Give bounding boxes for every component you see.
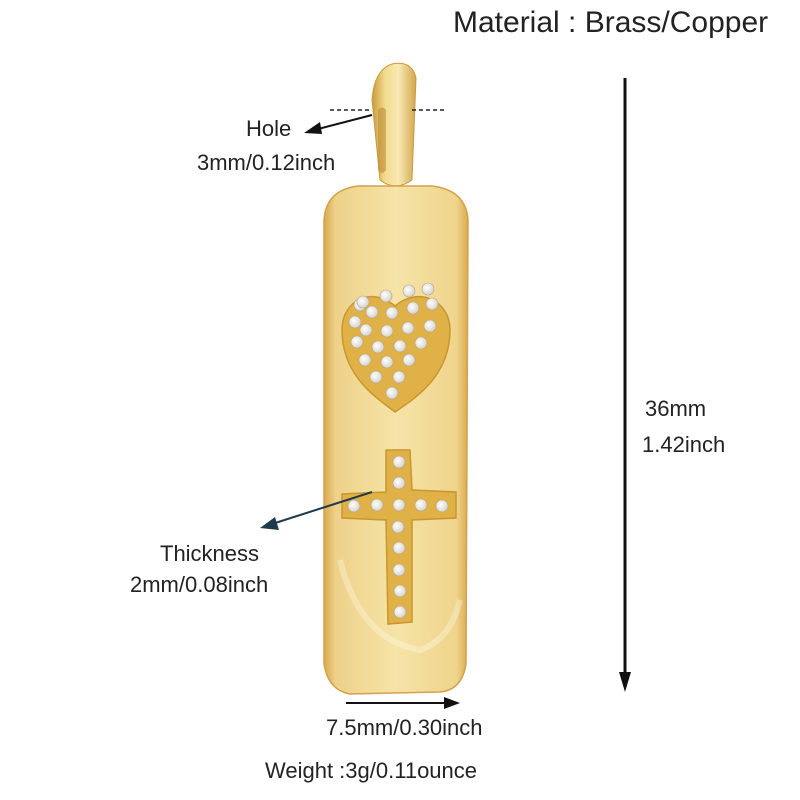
length-inch: 1.42inch <box>642 432 726 457</box>
width-arrow-icon <box>346 697 460 709</box>
hole-size: 3mm/0.12inch <box>197 150 336 175</box>
thickness-arrow-icon <box>260 491 373 530</box>
weight-label: Weight :3g/0.11ounce <box>265 758 478 783</box>
hole-label: Hole <box>246 116 292 141</box>
thickness-label: Thickness <box>160 541 260 566</box>
length-mm: 36mm <box>645 396 707 421</box>
bail <box>371 62 417 187</box>
hole-arrow-icon <box>304 114 373 134</box>
heart-motif <box>341 282 451 413</box>
material-label: Material : Brass/Copper <box>453 6 769 39</box>
length-arrow-icon <box>619 78 631 692</box>
thickness-size: 2mm/0.08inch <box>130 572 269 597</box>
width-size: 7.5mm/0.30inch <box>326 715 483 740</box>
